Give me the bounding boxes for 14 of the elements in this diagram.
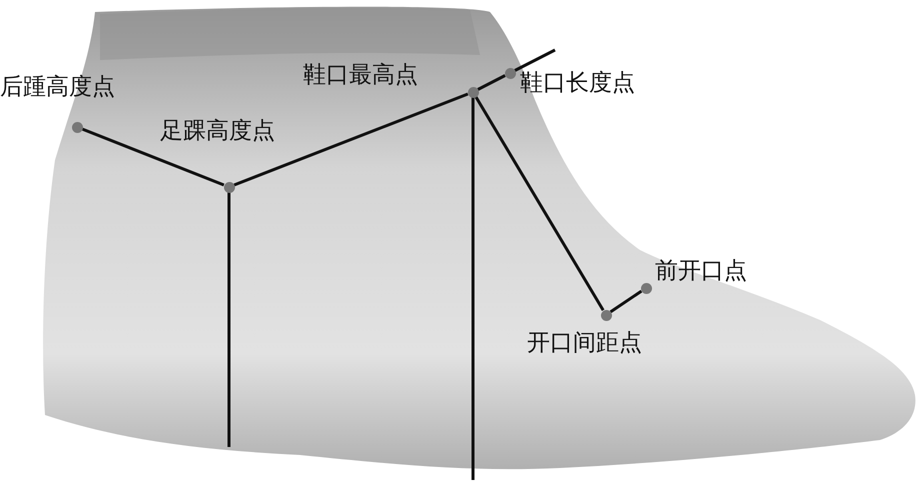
line xyxy=(82,128,224,186)
line xyxy=(610,290,642,314)
point-label: 前开口点 xyxy=(655,258,747,286)
point-label: 鞋口最高点 xyxy=(303,62,418,90)
point-label: 鞋口长度点 xyxy=(520,70,635,98)
line xyxy=(472,98,474,480)
line xyxy=(234,92,468,186)
line xyxy=(474,96,604,312)
line xyxy=(228,192,230,447)
line xyxy=(477,74,506,91)
point-label: 足踝高度点 xyxy=(160,118,275,146)
point-label: 后踵高度点 xyxy=(0,74,115,102)
line xyxy=(514,48,556,72)
point-label: 开口间距点 xyxy=(527,330,642,358)
